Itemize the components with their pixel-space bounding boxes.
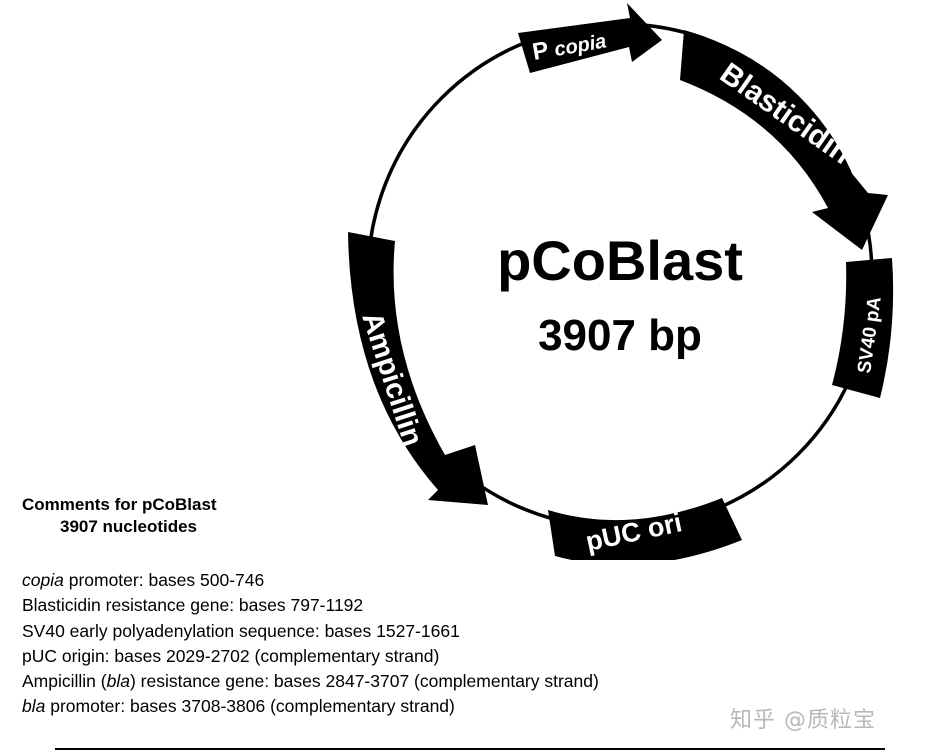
plasmid-map: Pcopia Blasticidin SV40 pA pUC ori Ampic… <box>348 3 894 560</box>
comment-row: Ampicillin (bla) resistance gene: bases … <box>22 669 599 694</box>
comment-italic: bla <box>22 696 46 717</box>
comment-row: copia promoter: bases 500-746 <box>22 568 599 593</box>
plasmid-name: pCoBlast <box>497 229 743 292</box>
feature-ampicillin: Ampicillin <box>348 232 488 505</box>
comment-text: SV40 early polyadenylation sequence: bas… <box>22 620 460 641</box>
comment-italic: copia <box>22 570 64 590</box>
comment-text: promoter: bases 500-746 <box>63 570 265 590</box>
feature-blasticidin-label: Blasticidin <box>714 57 857 171</box>
comment-text: Ampicillin ( <box>22 671 107 692</box>
comments-list: copia promoter: bases 500-746 Blasticidi… <box>22 568 599 720</box>
comment-text: promoter: bases 3708-3806 (complementary… <box>45 696 455 717</box>
comment-text: ) resistance gene: bases 2847-3707 (comp… <box>129 671 599 692</box>
comment-row: pUC origin: bases 2029-2702 (complementa… <box>22 644 599 669</box>
comment-row: Blasticidin resistance gene: bases 797-1… <box>22 593 599 618</box>
feature-sv40pa: SV40 pA <box>832 258 894 398</box>
comment-row: SV40 early polyadenylation sequence: bas… <box>22 619 599 644</box>
comments-heading-title: Comments for pCoBlast <box>22 495 217 514</box>
feature-puc-ori: pUC ori <box>548 498 742 560</box>
comment-text: pUC origin: bases 2029-2702 (complementa… <box>22 645 440 666</box>
feature-blasticidin: Blasticidin <box>680 30 888 250</box>
comment-text: Blasticidin resistance gene: bases 797-1… <box>22 595 364 616</box>
divider <box>55 748 885 750</box>
comment-italic: bla <box>106 671 130 692</box>
watermark: 知乎 @质粒宝 <box>730 708 876 733</box>
feature-pcopia: Pcopia <box>518 3 662 73</box>
plasmid-size: 3907 bp <box>538 311 702 360</box>
feature-pcopia-label-main: P <box>530 37 550 66</box>
comment-row: bla promoter: bases 3708-3806 (complemen… <box>22 694 599 719</box>
comments-heading: Comments for pCoBlast 3907 nucleotides <box>22 494 217 538</box>
feature-ampicillin-label: Ampicillin <box>355 308 428 450</box>
comments-heading-size: 3907 nucleotides <box>60 517 198 536</box>
